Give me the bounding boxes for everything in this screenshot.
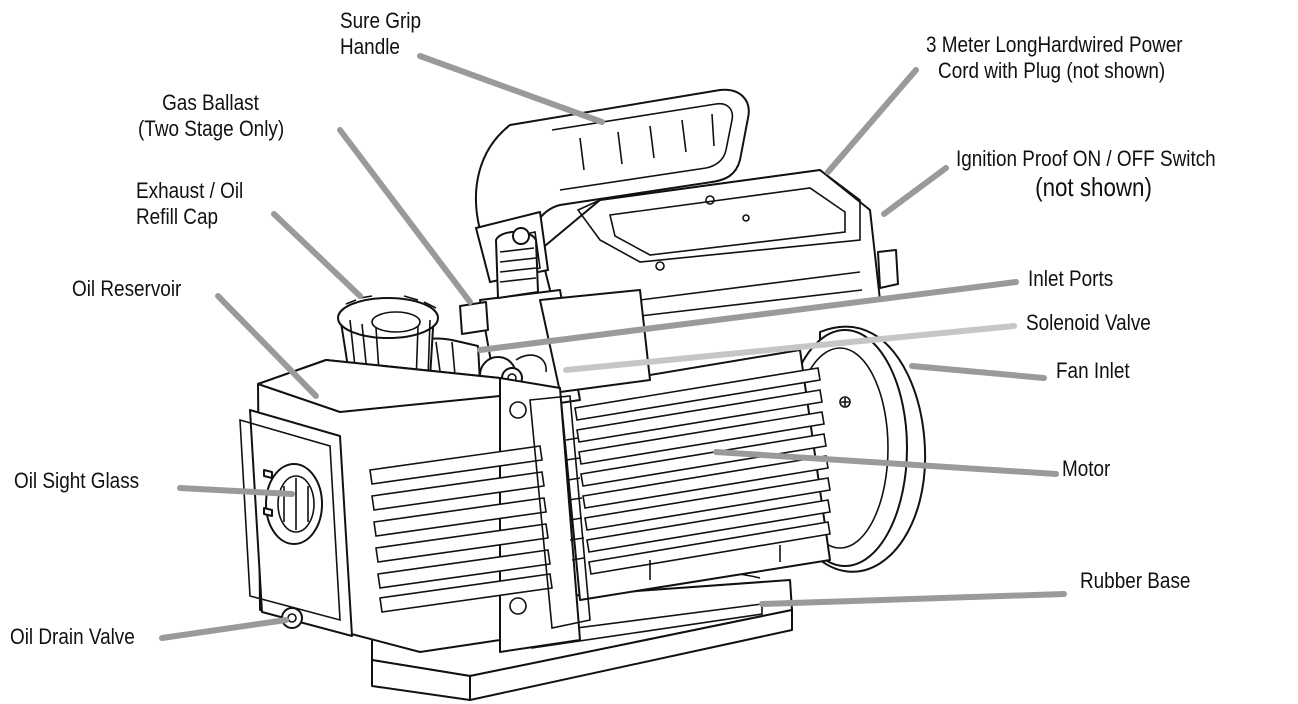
label-oil-reservoir: Oil Reservoir xyxy=(72,276,182,301)
label-power-cord-line1: 3 Meter LongHardwired Power xyxy=(926,32,1183,57)
label-sure-grip-handle-line2: Handle xyxy=(340,34,400,59)
label-inlet-ports: Inlet Ports xyxy=(1028,266,1114,291)
label-gas-ballast: Gas Ballast (Two Stage Only) xyxy=(138,90,284,142)
leader-solenoid-valve xyxy=(563,323,1017,373)
label-ignition-switch: Ignition Proof ON / OFF Switch (not show… xyxy=(956,146,1216,202)
label-exhaust-cap-line2: Refill Cap xyxy=(136,204,219,229)
label-fan-inlet: Fan Inlet xyxy=(1056,358,1130,383)
label-ignition-switch-line1: Ignition Proof ON / OFF Switch xyxy=(956,146,1216,171)
leader-motor xyxy=(713,449,1059,477)
label-sure-grip-handle: Sure Grip Handle xyxy=(340,8,421,60)
label-exhaust-cap: Exhaust / Oil Refill Cap xyxy=(136,178,243,230)
label-motor: Motor xyxy=(1062,456,1111,481)
leader-power-cord xyxy=(825,67,919,175)
top-housing-drawing xyxy=(539,169,899,331)
leader-rubber-base xyxy=(759,591,1067,607)
oil-sight-glass-drawing xyxy=(263,463,323,545)
label-oil-sight-glass: Oil Sight Glass xyxy=(14,468,140,493)
leader-oil-sight-glass xyxy=(177,485,295,497)
label-exhaust-cap-line1: Exhaust / Oil xyxy=(136,178,244,203)
motor-drawing xyxy=(559,349,831,601)
label-sure-grip-handle-line1: Sure Grip xyxy=(340,8,421,33)
label-ignition-switch-line2: (not shown) xyxy=(1035,172,1152,202)
leader-oil-reservoir xyxy=(215,293,319,399)
leader-sure-grip-handle xyxy=(417,53,605,125)
label-solenoid-valve: Solenoid Valve xyxy=(1026,310,1151,335)
label-gas-ballast-line1: Gas Ballast xyxy=(162,90,259,115)
leader-fan-inlet xyxy=(909,363,1047,381)
label-power-cord-line2: Cord with Plug (not shown) xyxy=(938,58,1166,83)
leader-lines xyxy=(159,53,1067,641)
label-oil-drain-valve: Oil Drain Valve xyxy=(10,624,135,649)
label-power-cord: 3 Meter LongHardwired Power Cord with Pl… xyxy=(926,32,1183,84)
leader-gas-ballast xyxy=(337,127,473,305)
leader-ignition-switch xyxy=(881,165,949,217)
leader-inlet-ports xyxy=(477,279,1019,353)
leader-exhaust-cap xyxy=(271,211,363,299)
label-rubber-base: Rubber Base xyxy=(1080,568,1191,593)
leader-oil-drain-valve xyxy=(159,617,289,641)
label-gas-ballast-line2: (Two Stage Only) xyxy=(138,116,285,141)
